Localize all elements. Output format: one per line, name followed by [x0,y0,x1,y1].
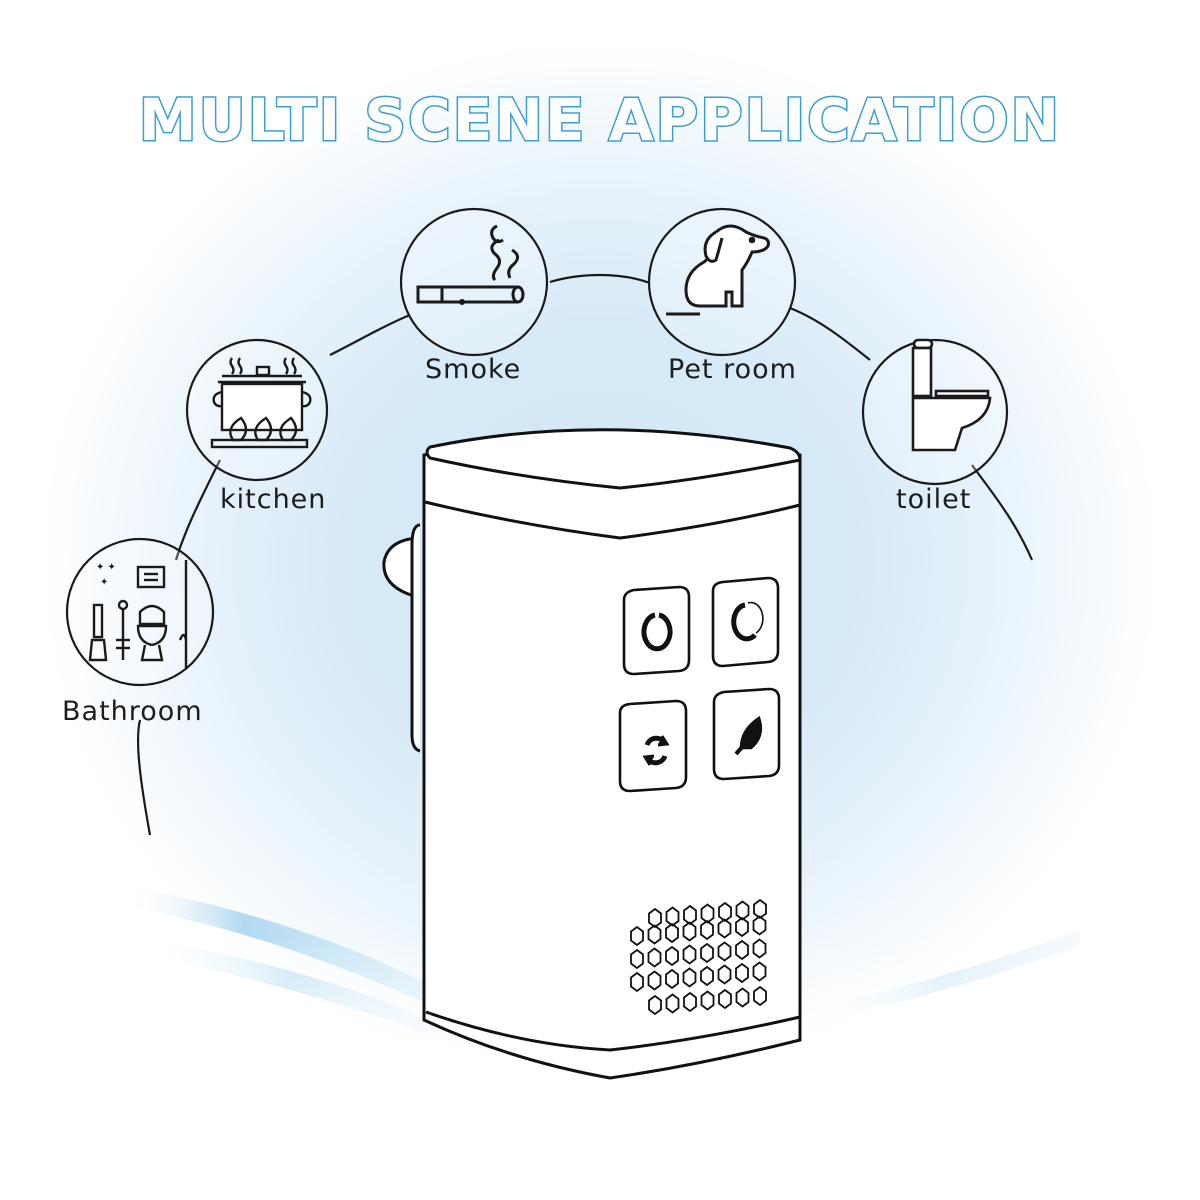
control-panel [618,576,781,793]
scene-label-kitchen: kitchen [220,484,327,515]
leaf-icon [734,715,763,756]
cooking-pot-icon [210,357,312,449]
scene-kitchen [185,338,329,482]
cigarette-icon [416,224,525,305]
button-refresh [618,699,688,793]
scene-label-smoke: Smoke [425,354,522,385]
button-leaf [712,687,781,781]
scene-label-toilet: toilet [896,484,972,515]
bathroom-icon: ✦ ✦ ✦ [88,560,188,668]
scene-label-pet-room: Pet room [668,354,797,385]
button-gauge-left [622,585,691,676]
svg-text:✦: ✦ [100,577,108,588]
refresh-icon [642,735,670,766]
toilet-icon [911,338,992,452]
scene-bathroom: ✦ ✦ ✦ [65,537,215,687]
button-gauge-right [711,576,780,668]
dog-icon [666,224,770,316]
scene-smoke [399,207,549,357]
scene-label-bathroom: Bathroom [62,696,203,727]
ring-gauge-icon [641,612,673,652]
scene-toilet [861,338,1009,486]
scene-pet-room [647,207,797,357]
page-title: MULTI SCENE APPLICATION [137,85,1062,156]
ring-gauge-icon [731,601,764,642]
plug-tab [382,536,419,598]
svg-text:✦ ✦: ✦ ✦ [96,562,116,573]
